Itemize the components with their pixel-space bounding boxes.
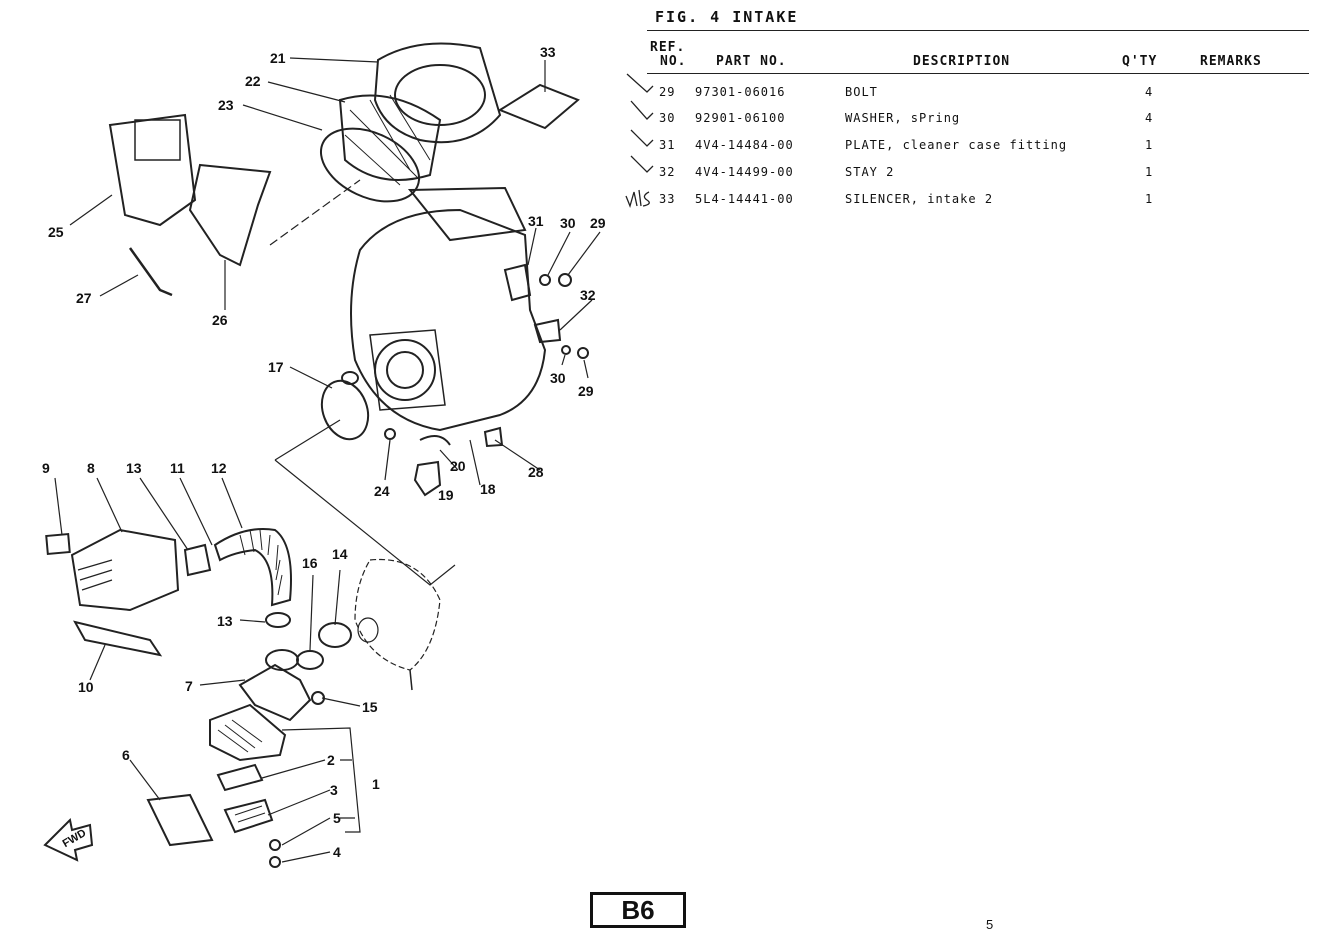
air-box-housing [350, 208, 547, 432]
callout-label: 1 [372, 776, 380, 792]
header-bottom-rule [647, 73, 1309, 74]
figure-title: FIG. 4 INTAKE [655, 8, 799, 26]
col-part-no: PART NO. [716, 54, 787, 69]
part-no-cell: 4V4-14484-00 [695, 138, 794, 152]
silencer-plate [497, 83, 580, 130]
callout-label: 7 [185, 678, 193, 694]
callout-label: 27 [76, 290, 92, 306]
col-description: DESCRIPTION [913, 54, 1011, 69]
description-cell: STAY 2 [845, 165, 895, 179]
callout-label: 15 [362, 699, 378, 715]
callout-label: 9 [42, 460, 50, 476]
checkmark-icon [626, 73, 654, 93]
exploded-parts-diagram: 21 22 23 33 25 27 26 31 30 29 32 30 29 1… [42, 42, 606, 868]
callout-label: 5 [333, 810, 341, 826]
description-cell: BOLT [845, 85, 878, 99]
callout-label: 6 [122, 747, 130, 763]
callout-label: 19 [438, 487, 454, 503]
air-cleaner-cover [373, 42, 502, 144]
fwd-arrow-icon [43, 817, 94, 862]
callout-label: 20 [450, 458, 466, 474]
callout-label: 30 [550, 370, 566, 386]
qty-cell: 4 [1145, 85, 1154, 99]
callout-label: 29 [590, 215, 606, 231]
silencer-box [70, 528, 180, 612]
callout-label: 4 [333, 844, 341, 860]
qty-cell: 1 [1145, 138, 1154, 152]
callout-label: 31 [528, 213, 544, 229]
hose-clamp [320, 379, 370, 441]
case-gasket [188, 163, 272, 267]
ref-cell: 29 [659, 85, 676, 99]
callout-label: 26 [212, 312, 228, 328]
ref-cell: 31 [659, 138, 676, 152]
callout-label: 25 [48, 224, 64, 240]
part-no-cell: 97301-06016 [695, 85, 786, 99]
callout-label: 12 [211, 460, 227, 476]
callout-label: 28 [528, 464, 544, 480]
callout-label: 17 [268, 359, 284, 375]
part-no-cell: 5L4-14441-00 [695, 192, 794, 206]
callout-label: 32 [580, 287, 596, 303]
part-no-cell: 92901-06100 [695, 111, 786, 125]
description-cell: PLATE, cleaner case fitting [845, 138, 1068, 152]
callout-label: 14 [332, 546, 348, 562]
ref-cell: 33 [659, 192, 676, 206]
description-cell: SILENCER, intake 2 [845, 192, 994, 206]
intake-hose [213, 528, 292, 607]
callout-label: 16 [302, 555, 318, 571]
callout-label: 10 [78, 679, 94, 695]
callout-label: 24 [374, 483, 390, 499]
ref-cell: 30 [659, 111, 676, 125]
diagram-callouts: 21 22 23 33 25 27 26 31 30 29 32 30 29 1… [42, 44, 606, 860]
col-qty: Q'TY [1122, 54, 1158, 69]
callout-label: 3 [330, 782, 338, 798]
initials-mark-icon [625, 189, 650, 208]
reed-valve [209, 703, 287, 762]
gasket-ring [319, 127, 421, 203]
filter-element [338, 94, 442, 181]
checkmark-icon [630, 100, 654, 120]
callout-label: 21 [270, 50, 286, 66]
callout-label: 29 [578, 383, 594, 399]
section-code-box: B6 [590, 892, 686, 928]
qty-cell: 4 [1145, 111, 1154, 125]
callout-label: 23 [218, 97, 234, 113]
part-no-cell: 4V4-14499-00 [695, 165, 794, 179]
filter-case [108, 113, 197, 227]
description-cell: WASHER, sPring [845, 111, 961, 125]
qty-cell: 1 [1145, 165, 1154, 179]
intake-joint [238, 663, 312, 722]
ref-cell: 32 [659, 165, 676, 179]
checkmark-icon [630, 155, 654, 173]
callout-label: 11 [170, 460, 185, 476]
callout-label: 2 [327, 752, 335, 768]
page-number: 5 [986, 917, 994, 932]
callout-label: 8 [87, 460, 95, 476]
col-ref-line2: NO. [660, 54, 687, 69]
callout-label: 13 [217, 613, 233, 629]
callout-label: 33 [540, 44, 556, 60]
callout-label: 30 [560, 215, 576, 231]
callout-label: 18 [480, 481, 496, 497]
callout-label: 13 [126, 460, 142, 476]
qty-cell: 1 [1145, 192, 1154, 206]
col-ref-line1: REF. [650, 40, 686, 55]
col-remarks: REMARKS [1200, 54, 1262, 69]
checkmark-icon [630, 129, 654, 147]
header-top-rule [647, 30, 1309, 31]
callout-label: 22 [245, 73, 261, 89]
